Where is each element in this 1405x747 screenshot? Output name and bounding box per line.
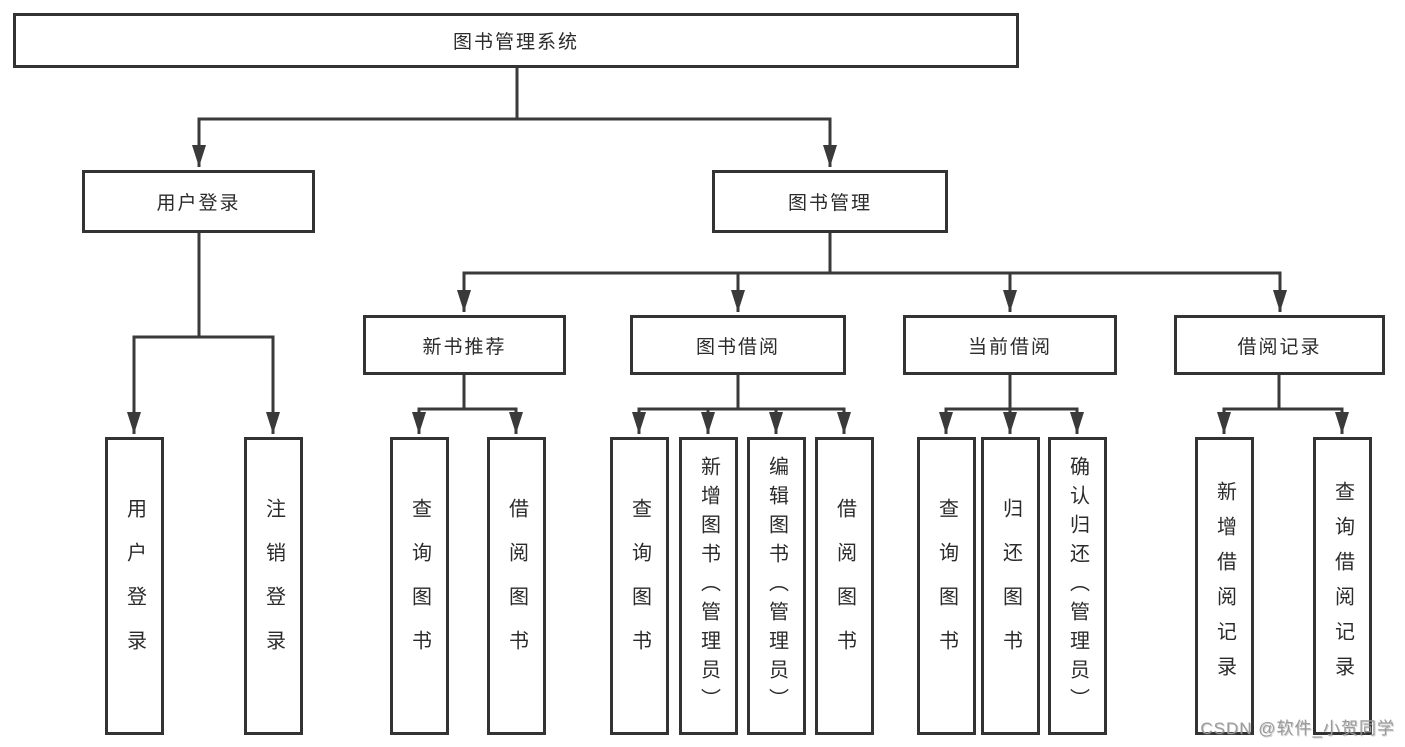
node-new-book-recommend: 新书推荐 xyxy=(363,315,566,375)
leaf-recommend-borrow-book: 借阅图书 xyxy=(487,437,546,735)
node-book-management: 图书管理 xyxy=(712,170,948,233)
node-current-borrow: 当前借阅 xyxy=(903,315,1117,375)
leaf-records-query-borrow-record: 查询借阅记录 xyxy=(1313,437,1372,735)
leaf-borrow-borrow-book: 借阅图书 xyxy=(815,437,874,735)
csdn-watermark: CSDN @软件_小贺同学 xyxy=(1200,719,1395,738)
leaf-records-add-borrow-record: 新增借阅记录 xyxy=(1195,437,1254,735)
leaf-current-return-book: 归还图书 xyxy=(981,437,1040,735)
node-book-borrow: 图书借阅 xyxy=(630,315,846,375)
leaf-logout: 注销登录 xyxy=(244,437,303,735)
leaf-current-query-book: 查询图书 xyxy=(917,437,976,735)
node-user-login: 用户登录 xyxy=(82,170,315,233)
leaf-recommend-query-book: 查询图书 xyxy=(390,437,449,735)
leaf-borrow-edit-book-admin: 编辑图书（管理员） xyxy=(747,437,806,735)
leaf-borrow-query-book: 查询图书 xyxy=(610,437,669,735)
leaf-user-login: 用户登录 xyxy=(105,437,164,735)
leaf-current-confirm-return-admin: 确认归还（管理员） xyxy=(1048,437,1107,735)
node-root-library-system: 图书管理系统 xyxy=(13,13,1019,68)
leaf-borrow-add-book-admin: 新增图书（管理员） xyxy=(679,437,738,735)
node-borrow-records: 借阅记录 xyxy=(1174,315,1385,375)
